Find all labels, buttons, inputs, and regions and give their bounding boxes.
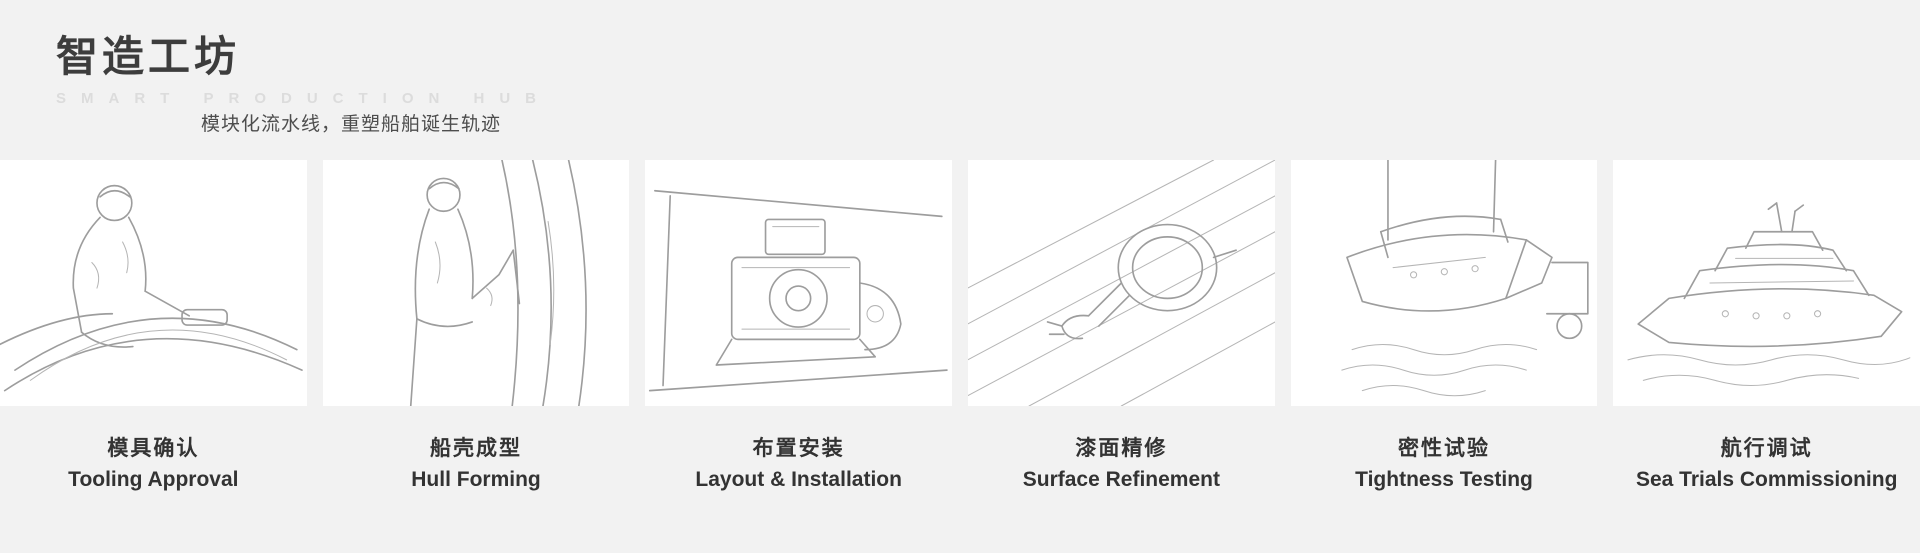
section-title: 智造工坊 bbox=[56, 33, 241, 80]
step-label-en: Sea Trials Commissioning bbox=[1635, 468, 1898, 492]
step-card-layout-installation[interactable]: 布置安装 Layout & Installation bbox=[645, 160, 953, 492]
engine-installation-illustration bbox=[645, 160, 953, 407]
section-header: 智造工坊 SMART PRODUCTION HUB 模块化流水线，重塑船舶诞生轨… bbox=[0, 0, 1920, 136]
step-card-sea-trials[interactable]: 航行调试 Sea Trials Commissioning bbox=[1613, 160, 1920, 492]
section-tagline: 模块化流水线，重塑船舶诞生轨迹 bbox=[201, 114, 502, 136]
spray-gun-painting-illustration bbox=[968, 160, 1275, 407]
step-label-en: Layout & Installation bbox=[695, 468, 902, 492]
step-label-en: Surface Refinement bbox=[1022, 468, 1220, 492]
step-card-tooling-approval[interactable]: 模具确认 Tooling Approval bbox=[0, 160, 307, 492]
step-label-zh: 布置安装 bbox=[752, 437, 845, 461]
step-card-tightness-testing[interactable]: 密性试验 Tightness Testing bbox=[1290, 160, 1598, 492]
step-label-zh: 密性试验 bbox=[1398, 437, 1491, 461]
section-subtitle-en: SMART PRODUCTION HUB bbox=[56, 90, 551, 108]
step-label-zh: 船壳成型 bbox=[430, 437, 522, 461]
worker-sanding-mold-illustration bbox=[0, 160, 307, 407]
boat-hoist-launch-illustration bbox=[1290, 160, 1598, 407]
process-steps-strip: 模具确认 Tooling Approval bbox=[0, 160, 1920, 492]
step-card-hull-forming[interactable]: 船壳成型 Hull Forming bbox=[322, 160, 630, 492]
step-label-zh: 漆面精修 bbox=[1075, 437, 1168, 461]
step-label-zh: 模具确认 bbox=[107, 437, 200, 461]
step-label-en: Tightness Testing bbox=[1355, 468, 1533, 492]
step-label-zh: 航行调试 bbox=[1720, 437, 1813, 461]
step-label-en: Hull Forming bbox=[411, 468, 541, 492]
yacht-cruising-illustration bbox=[1613, 160, 1920, 407]
step-label-en: Tooling Approval bbox=[68, 468, 239, 492]
worker-forming-hull-illustration bbox=[322, 160, 630, 407]
step-card-surface-refinement[interactable]: 漆面精修 Surface Refinement bbox=[968, 160, 1275, 492]
